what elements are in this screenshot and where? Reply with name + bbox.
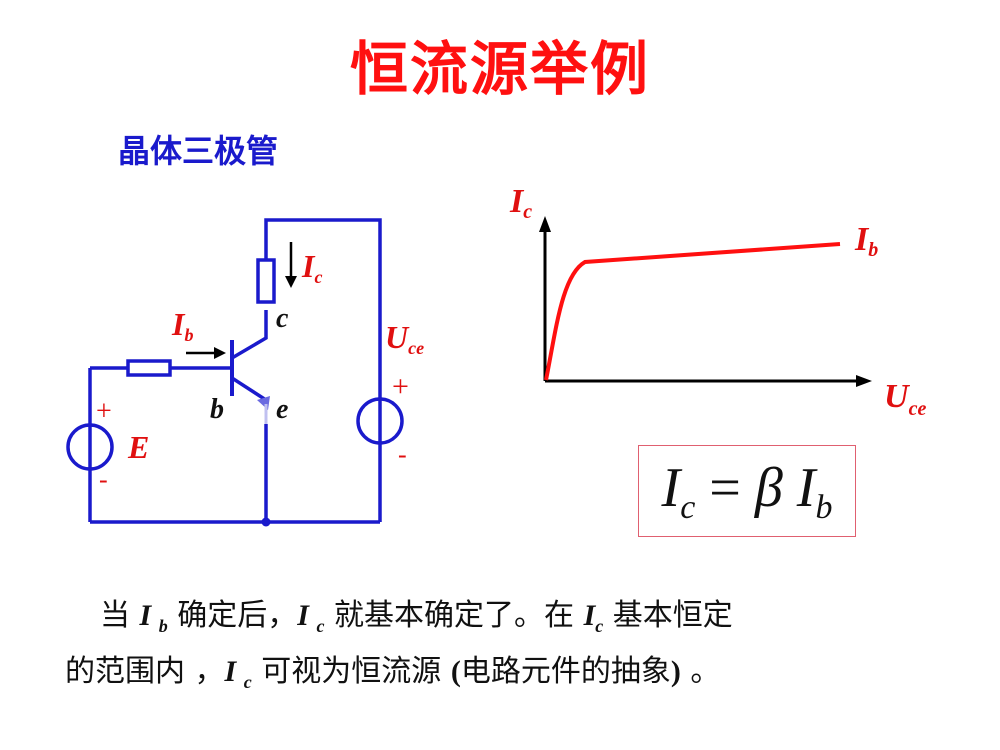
label-emitter: e	[276, 394, 288, 425]
text-l2-b: 可视为恒流源	[261, 654, 442, 689]
formula-rhs: I	[796, 457, 816, 519]
text-l1-b: 确定后，	[177, 598, 298, 633]
ic-arrow	[285, 242, 297, 288]
label-uce: Uce	[385, 319, 424, 358]
transistor-collector	[231, 310, 268, 360]
text-l1-a: 当	[100, 598, 130, 633]
x-axis-arrow	[856, 375, 872, 387]
curve-label: Ib	[854, 221, 878, 261]
text-l2-f: 。	[680, 654, 721, 689]
formula: Ic =β Ib	[639, 456, 855, 527]
E-plus: +	[96, 396, 112, 427]
var-ic-2: Ic	[583, 599, 604, 636]
label-collector: c	[276, 303, 289, 334]
formula-box: Ic =β Ib	[638, 445, 856, 537]
wire-collector-up	[264, 218, 382, 398]
paragraph-line-1: 当 I b 确定后，I c 就基本确定了。在 Ic 基本恒定	[100, 594, 980, 648]
E-minus: -	[99, 465, 108, 494]
text-l1-c: 就基本确定了。在	[334, 598, 575, 633]
label-E: E	[127, 429, 149, 465]
label-ic: Ic	[301, 248, 322, 287]
collector-resistor	[256, 258, 276, 304]
formula-eq: =	[709, 457, 741, 519]
var-ib: I b	[139, 599, 168, 636]
formula-lhs-sub: c	[680, 489, 696, 526]
formula-rhs-sub: b	[815, 489, 833, 526]
junction-dot	[261, 517, 271, 527]
formula-beta: β	[754, 457, 783, 519]
label-base: b	[210, 394, 224, 425]
ib-arrow	[186, 347, 226, 359]
label-ib: Ib	[171, 306, 193, 345]
paragraph-line-2: 的范围内 ，I c 可视为恒流源 (电路元件的抽象) 。	[65, 650, 945, 704]
circuit-diagram	[66, 218, 404, 524]
transistor-emitter	[231, 376, 267, 402]
ic-curve	[544, 242, 841, 381]
emitter-arrow	[257, 396, 270, 410]
graph-y-label: Ic	[509, 183, 532, 223]
text-l2-d: 电路元件的抽象	[460, 654, 671, 689]
formula-lhs: I	[661, 457, 681, 519]
var-ic-1: I c	[297, 599, 325, 636]
base-resistor	[126, 359, 172, 377]
text-l2-a: 的范围内 ，	[65, 654, 225, 689]
paren-open: (	[450, 655, 461, 688]
uce-plus: +	[392, 370, 409, 403]
ic-uce-graph	[539, 216, 872, 387]
var-ic-3: I c	[224, 655, 252, 692]
page-title: 恒流源举例	[349, 35, 650, 103]
subtitle: 晶体三极管	[118, 132, 279, 170]
graph-x-label: Uce	[884, 378, 926, 420]
paren-close: )	[670, 655, 681, 688]
text-l1-d: 基本恒定	[612, 598, 733, 633]
uce-minus: -	[398, 440, 407, 469]
y-axis-arrow	[539, 216, 551, 232]
